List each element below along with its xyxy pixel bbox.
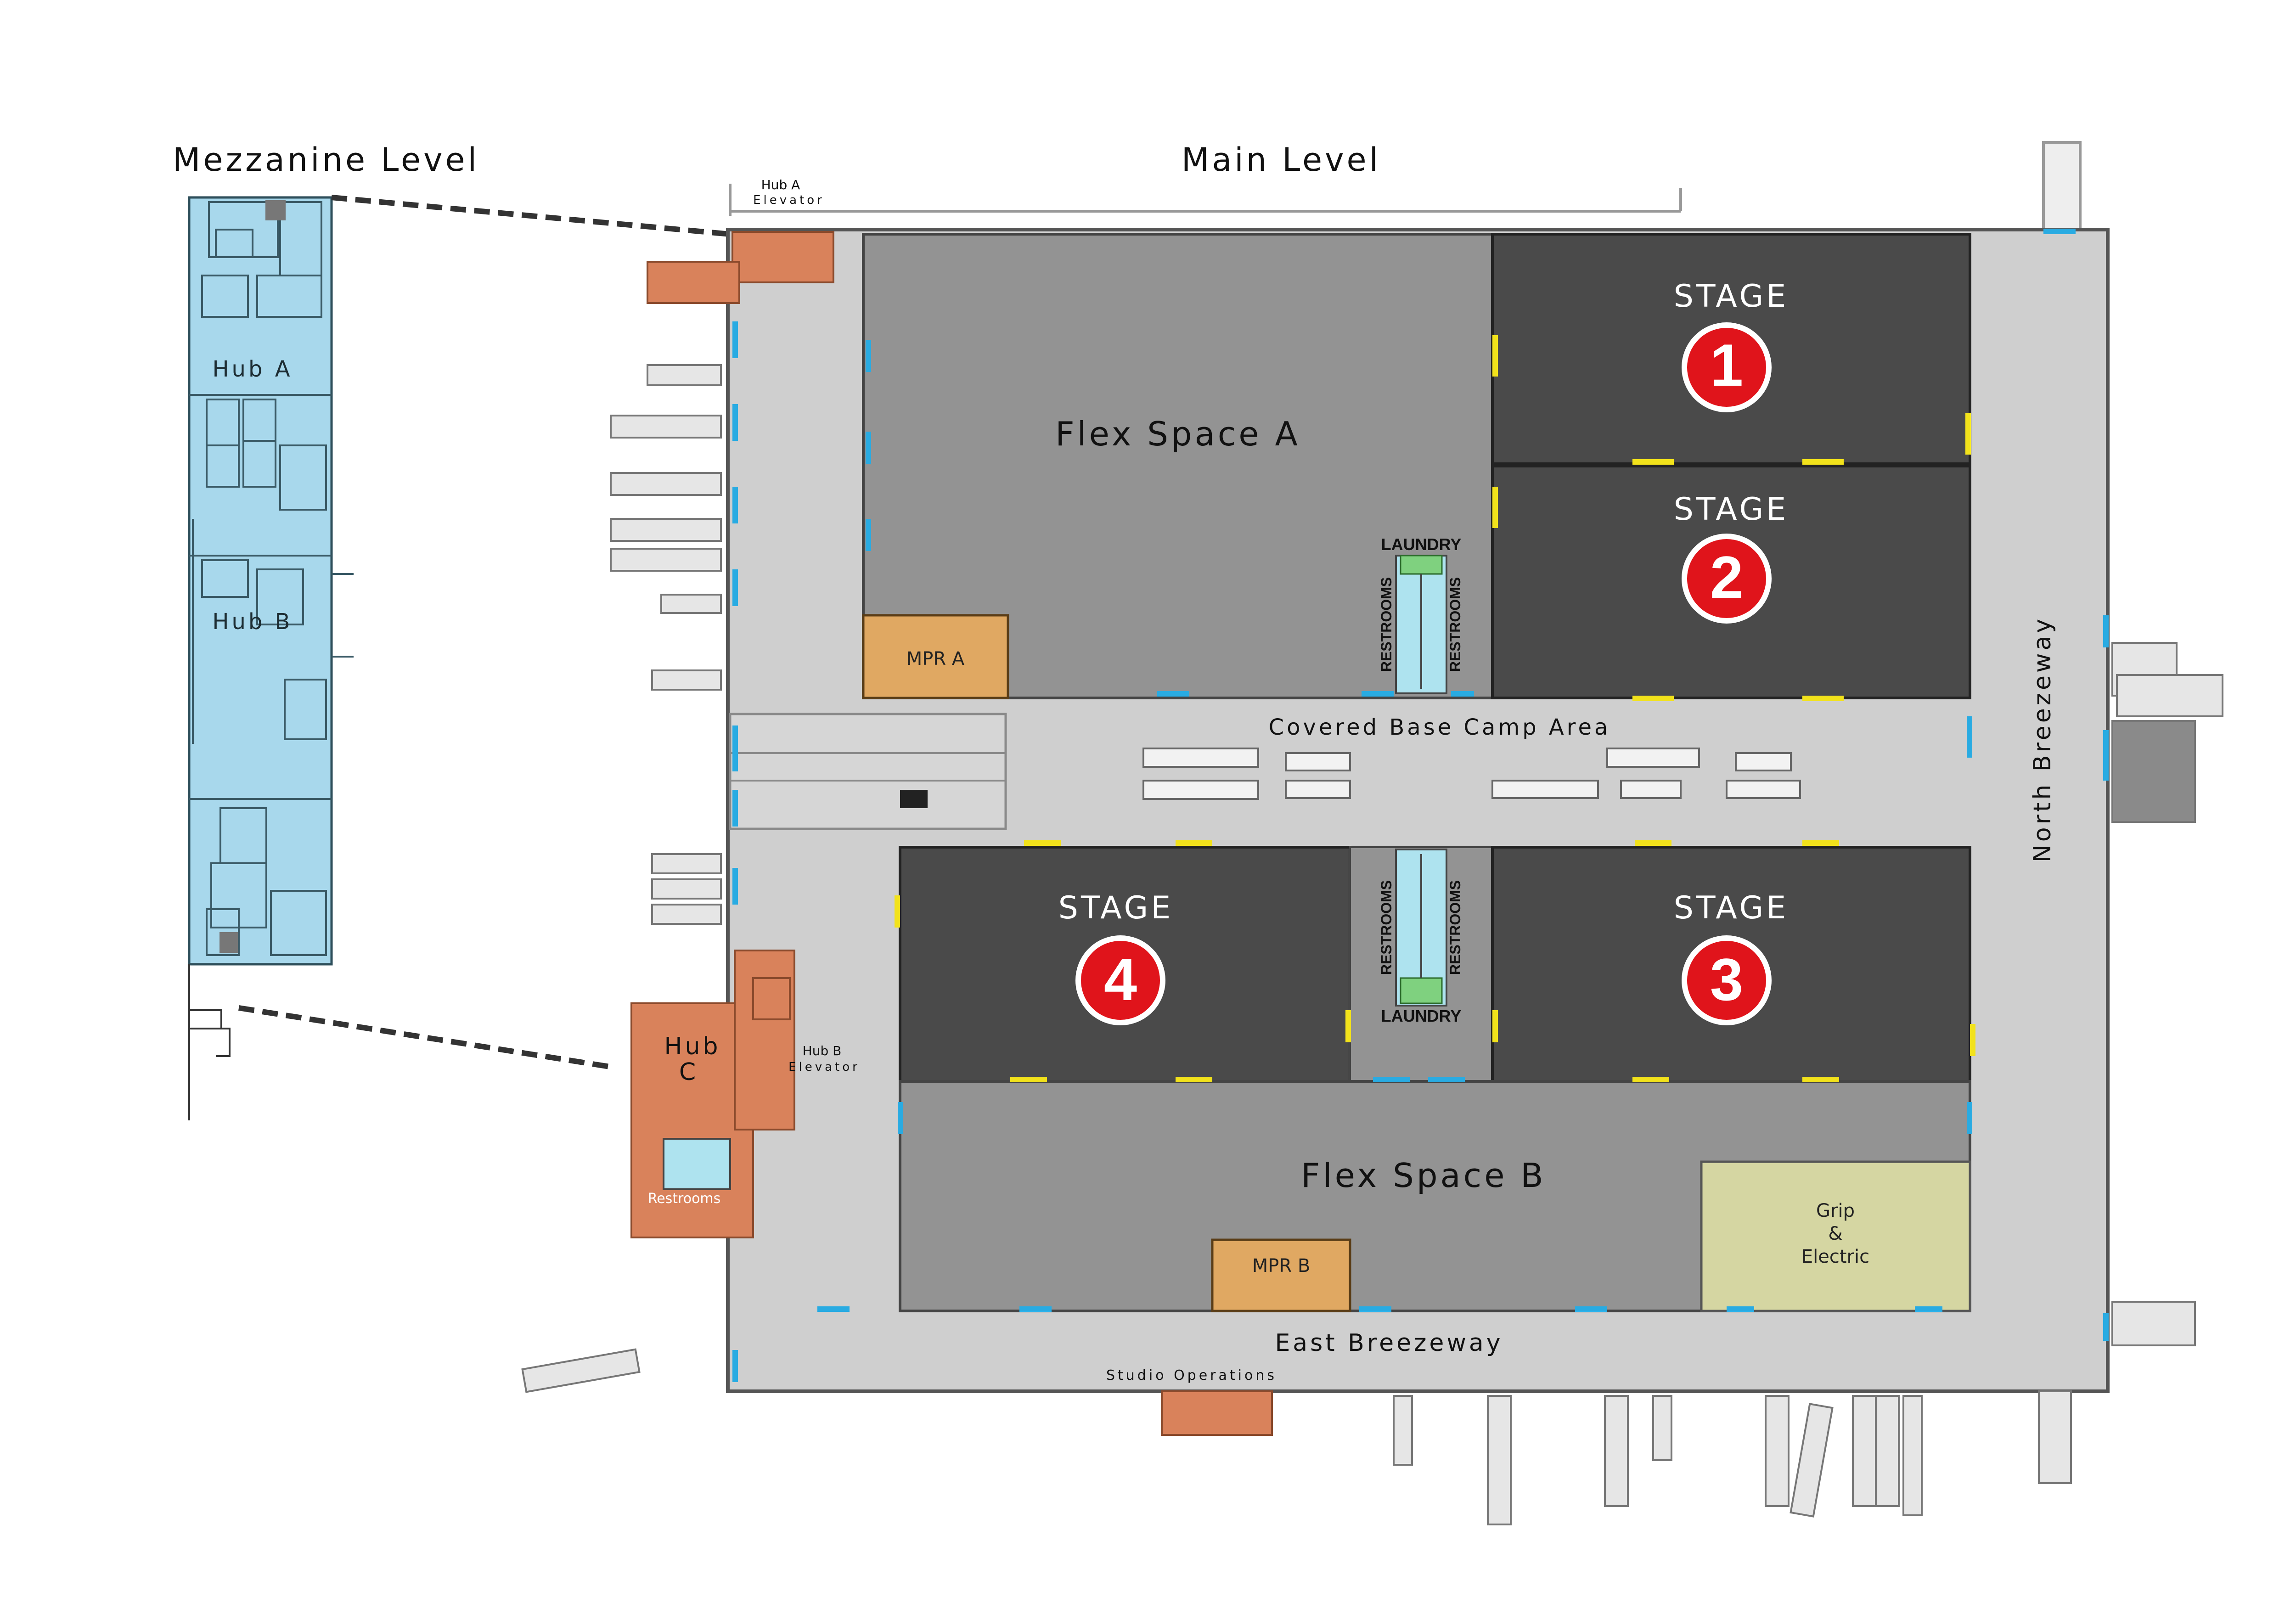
- hub-a-building: [647, 231, 834, 304]
- stage-4-label: STAGE: [1058, 890, 1173, 926]
- mpr-b-label: MPR B: [1252, 1255, 1311, 1277]
- hub-c-restroom-room: [663, 1138, 731, 1190]
- stage-2-number: 2: [1710, 544, 1743, 611]
- stage-4: [899, 846, 1351, 1083]
- south-side-trailers: [1393, 1390, 2072, 1525]
- studio-operations-building: [1161, 1390, 1273, 1436]
- stage-4-badge: [1075, 935, 1165, 1025]
- restrooms-label-south-right: RESTROOMS: [1447, 880, 1463, 975]
- laundry-label-south: LAUNDRY: [1381, 1007, 1462, 1025]
- base-camp-label: Covered Base Camp Area: [1269, 714, 1611, 740]
- grip-electric-room: [1700, 1160, 1971, 1312]
- mpr-a-room: [862, 614, 1009, 699]
- restrooms-label-north-left: RESTROOMS: [1378, 577, 1395, 672]
- hub-c-label-1: Hub: [664, 1033, 720, 1060]
- restroom-core-south: [1349, 846, 1493, 1082]
- restrooms-label-south-left: RESTROOMS: [1378, 880, 1395, 975]
- hub-a-elevator-label-1: Hub A: [761, 177, 800, 192]
- stage-4-number: 4: [1104, 946, 1137, 1013]
- top-service-line: [729, 141, 2082, 236]
- flex-space-a-label: Flex Space A: [1055, 415, 1300, 453]
- north-breezeway-label: North Breezeway: [2029, 616, 2056, 862]
- stage-3-label: STAGE: [1674, 890, 1789, 926]
- hub-b-elevator-label-1: Hub B: [803, 1043, 842, 1058]
- stage-3-number: 3: [1710, 946, 1743, 1013]
- stage-2-label: STAGE: [1674, 491, 1789, 528]
- mezzanine-hub-a-label: Hub A: [212, 356, 293, 382]
- east-side-trailers: [2111, 642, 2223, 1346]
- yellow-doors: [895, 335, 1975, 1082]
- stage-1-label: STAGE: [1674, 278, 1789, 315]
- mezzanine-level-heading: Mezzanine Level: [173, 141, 479, 179]
- hub-b-elevator-label-2: Elevator: [788, 1060, 860, 1074]
- studio-operations-label: Studio Operations: [1106, 1367, 1277, 1383]
- mezzanine-hub-b-label: Hub B: [212, 609, 293, 635]
- mezzanine-plan: Hub A Hub B: [188, 196, 354, 1120]
- base-camp-vehicles: [1142, 748, 1801, 800]
- mezzanine-connectors: [238, 195, 731, 1070]
- laundry-label-north: LAUNDRY: [1381, 535, 1462, 554]
- west-parked-trucks: [521, 364, 722, 1393]
- mpr-b-room: [1211, 1238, 1351, 1312]
- stage-1-number: 1: [1710, 332, 1743, 399]
- hub-c-building: [630, 950, 795, 1238]
- hub-c-label-2: C: [679, 1058, 698, 1086]
- east-breezeway-label: East Breezeway: [1275, 1329, 1503, 1357]
- flex-space-b-label: Flex Space B: [1301, 1156, 1546, 1195]
- stage-1-badge: [1682, 322, 1772, 412]
- restrooms-label-north-right: RESTROOMS: [1447, 577, 1463, 672]
- mpr-a-label: MPR A: [906, 648, 965, 669]
- base-camp-lanes: [729, 713, 1007, 830]
- grip-electric-label-2: &: [1828, 1223, 1842, 1244]
- blue-doors: [732, 229, 2109, 1382]
- stage-3-badge: [1682, 935, 1772, 1025]
- grip-electric-label-3: Electric: [1801, 1246, 1869, 1267]
- hub-c-restrooms-label: Restrooms: [648, 1191, 721, 1207]
- restroom-core-north: [1395, 555, 1447, 694]
- main-level-heading: Main Level: [1182, 141, 1381, 179]
- grip-electric-label-1: Grip: [1816, 1200, 1855, 1221]
- stage-2-badge: [1682, 534, 1772, 624]
- hub-a-elevator-label-2: Elevator: [753, 193, 825, 207]
